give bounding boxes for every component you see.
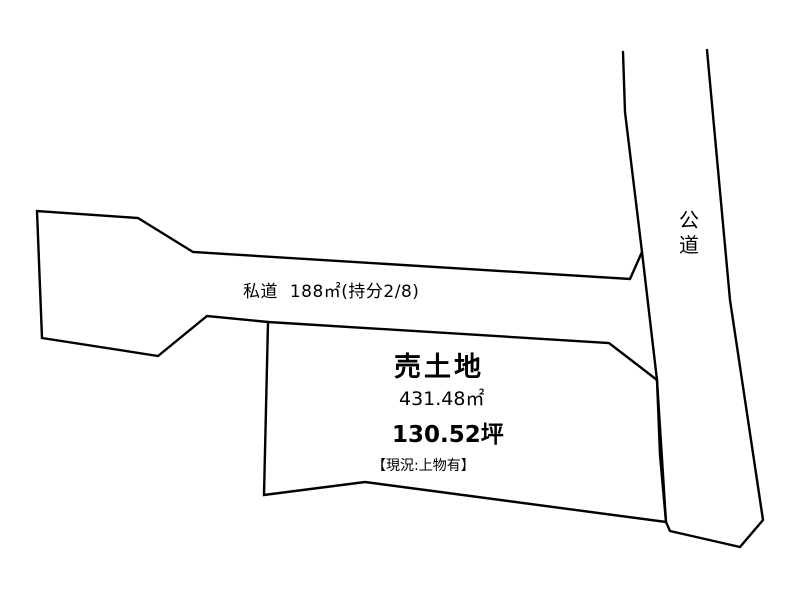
public-road-label: 公道 xyxy=(679,208,699,257)
public-road-outer-edge xyxy=(705,48,765,549)
lot-area-sqm: 431.48㎡ xyxy=(399,388,485,410)
lot-boundary xyxy=(262,320,668,524)
private-road-share: (持分2/8) xyxy=(341,282,420,302)
private-road-area: 188㎡ xyxy=(289,282,342,302)
public-road-inner-edge xyxy=(621,50,742,549)
private-road-name: 私道 xyxy=(243,282,278,302)
lot-title: 売土地 xyxy=(394,352,484,383)
private-road-label: 私道 188㎡(持分2/8) xyxy=(243,284,419,301)
private-road-upper-boundary xyxy=(35,209,659,382)
lot-area-tsubo: 130.52坪 xyxy=(392,422,504,448)
lot-status: 【現況:上物有】 xyxy=(372,458,475,474)
